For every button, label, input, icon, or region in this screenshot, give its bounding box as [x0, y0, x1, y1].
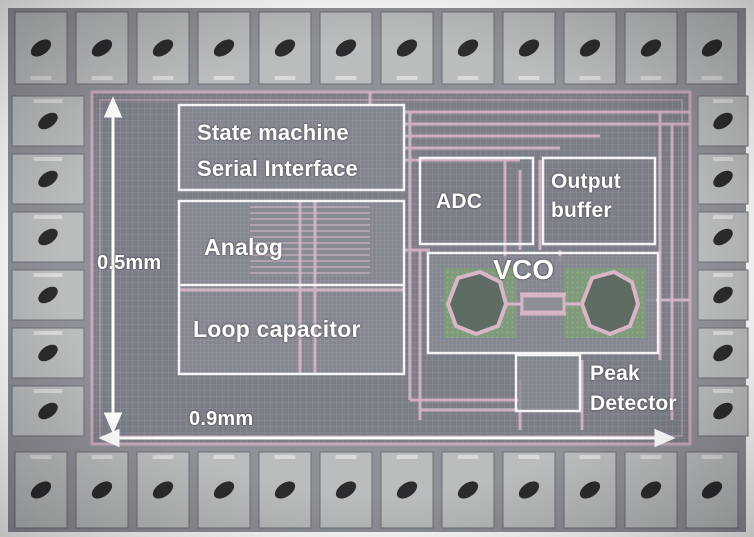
- detector-label: Detector: [590, 392, 677, 415]
- top-pad: [624, 11, 678, 85]
- top-pad: [319, 11, 373, 85]
- vco-label: VCO: [493, 254, 555, 285]
- bottom-pad: [502, 451, 556, 529]
- top-pad: [441, 11, 495, 85]
- output-label: Output: [551, 170, 622, 193]
- top-pad: [685, 11, 739, 85]
- peak-label: Peak: [590, 362, 640, 385]
- bottom-pad: [14, 451, 68, 529]
- right-pad: [697, 327, 749, 379]
- buffer-label: buffer: [551, 199, 612, 222]
- analog-label: Analog: [204, 234, 284, 260]
- left-pad: [11, 327, 85, 379]
- height-dimension-label: 0.5mm: [97, 252, 162, 274]
- bottom-pad: [319, 451, 373, 529]
- bottom-pad: [258, 451, 312, 529]
- adc-label: ADC: [436, 190, 483, 213]
- left-pad: [11, 95, 85, 147]
- top-pad: [197, 11, 251, 85]
- left-pad: [11, 385, 85, 437]
- state-machine-label: State machine: [197, 120, 349, 145]
- left-pad: [11, 211, 85, 263]
- left-pad: [11, 153, 85, 205]
- top-pad: [563, 11, 617, 85]
- bottom-pad: [136, 451, 190, 529]
- right-pad: [697, 153, 749, 205]
- bottom-pad: [380, 451, 434, 529]
- right-pad: [697, 211, 749, 263]
- bottom-pad: [197, 451, 251, 529]
- left-pad: [11, 269, 85, 321]
- right-pad: [697, 269, 749, 321]
- bottom-pad: [624, 451, 678, 529]
- top-pad: [380, 11, 434, 85]
- right-pad: [697, 95, 749, 147]
- width-dimension-label: 0.9mm: [189, 408, 254, 430]
- top-pad: [258, 11, 312, 85]
- serial-interface-label: Serial Interface: [197, 156, 358, 181]
- top-pad: [502, 11, 556, 85]
- bottom-pad: [685, 451, 739, 529]
- loop-capacitor-label: Loop capacitor: [193, 316, 361, 342]
- bottom-pad: [563, 451, 617, 529]
- top-pad: [136, 11, 190, 85]
- top-pad: [14, 11, 68, 85]
- bottom-pad: [441, 451, 495, 529]
- top-pad: [75, 11, 129, 85]
- bottom-pad: [75, 451, 129, 529]
- right-pad: [697, 385, 749, 437]
